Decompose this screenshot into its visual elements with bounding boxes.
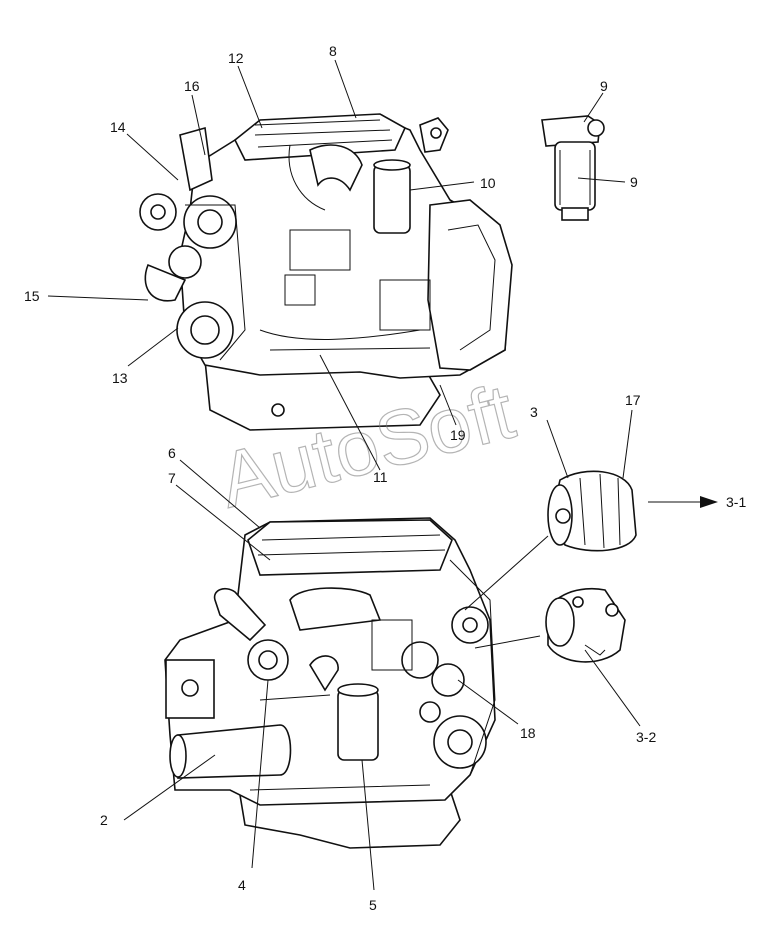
callout-4: 4 (238, 877, 246, 893)
leader-lines (47, 59, 641, 891)
callout-17: 17 (625, 392, 641, 408)
callout-6: 6 (168, 445, 176, 461)
alternator-3-1 (547, 470, 637, 552)
callout-9-side: 9 (630, 174, 638, 190)
callout-3-1: 3-1 (726, 494, 746, 510)
callout-18: 18 (520, 725, 536, 741)
callout-7: 7 (168, 470, 176, 486)
callout-19: 19 (450, 427, 466, 443)
top-engine-assembly (139, 113, 513, 431)
callout-8: 8 (329, 43, 337, 59)
callout-2: 2 (100, 812, 108, 828)
bottom-engine-assembly (164, 517, 496, 849)
callout-3-2: 3-2 (636, 729, 656, 745)
alternator-3-2 (545, 588, 626, 663)
arrow-to-3-1 (648, 496, 718, 508)
callout-10: 10 (480, 175, 496, 191)
callout-11: 11 (373, 469, 388, 485)
callout-5: 5 (369, 897, 377, 913)
callout-12: 12 (228, 50, 244, 66)
callout-14: 14 (110, 119, 126, 135)
callout-labels: 12 8 9 9 16 14 10 15 13 19 11 3 17 3-1 6… (24, 43, 746, 913)
callout-16: 16 (184, 78, 200, 94)
callout-13: 13 (112, 370, 128, 386)
callout-3: 3 (530, 404, 538, 420)
callout-9-top: 9 (600, 78, 608, 94)
callout-15: 15 (24, 288, 40, 304)
fuel-filter-assembly (541, 115, 605, 221)
